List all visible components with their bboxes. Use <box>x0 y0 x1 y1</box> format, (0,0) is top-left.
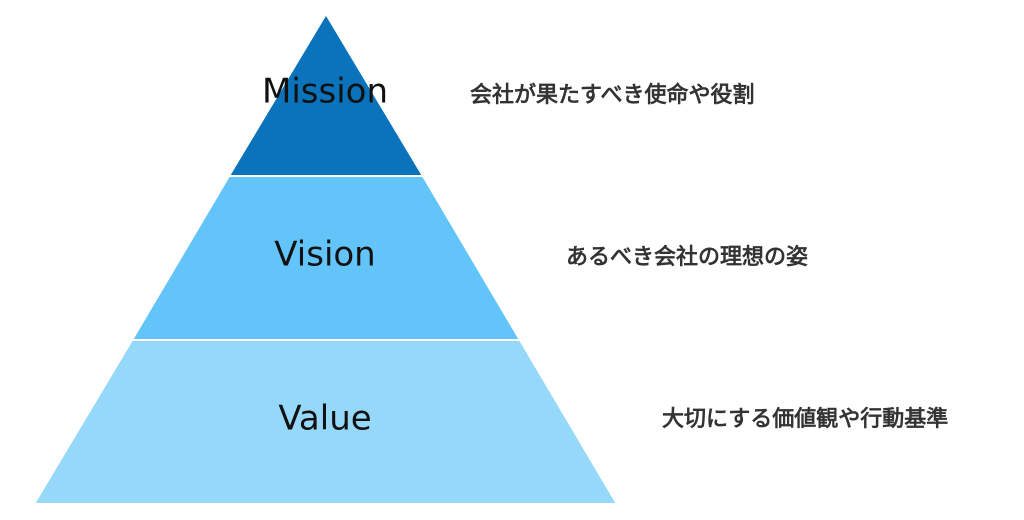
vision-description: あるべき会社の理想の姿 <box>566 244 808 270</box>
pyramid-tier-mission: Mission <box>228 13 424 177</box>
mission-label: Mission <box>262 72 388 112</box>
value-tier-shape <box>33 339 618 505</box>
value-label: Value <box>278 399 371 439</box>
value-description: 大切にする価値観や行動基準 <box>662 406 948 432</box>
pyramid-tier-vision: Vision <box>131 175 521 341</box>
pyramid-tier-value: Value <box>33 339 618 505</box>
mission-description: 会社が果たすべき使命や役割 <box>470 82 754 108</box>
vision-label: Vision <box>274 235 375 275</box>
